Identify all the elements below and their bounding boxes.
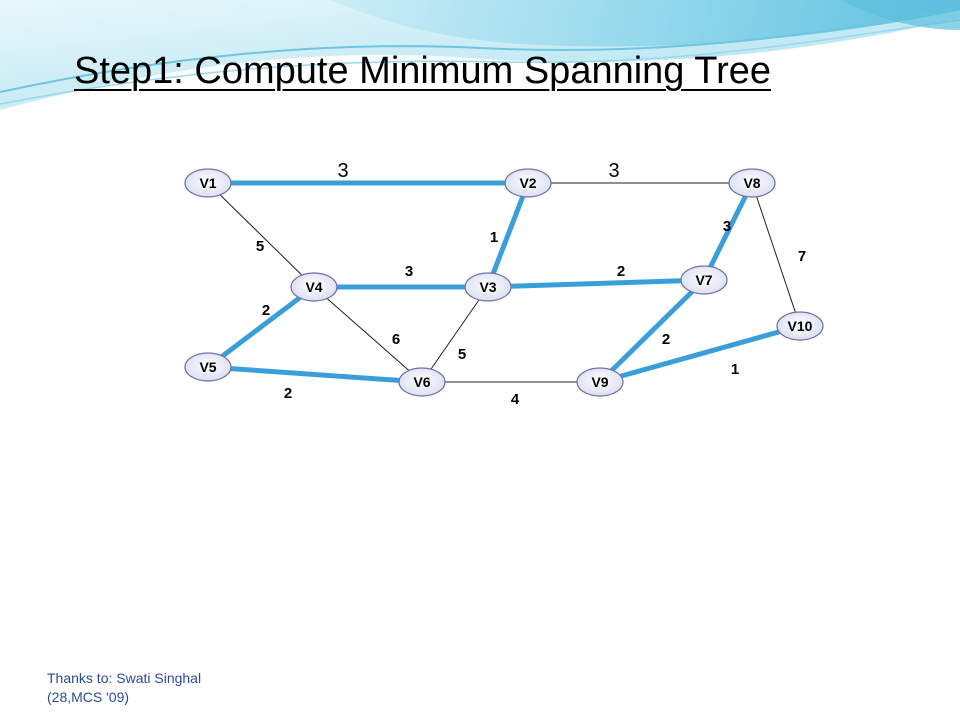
node-ellipse <box>290 272 338 302</box>
node-v4: V4 <box>290 272 338 302</box>
node-v9: V9 <box>576 367 624 397</box>
node-ellipse <box>184 352 232 382</box>
mst-edge-v3-v7 <box>508 278 684 289</box>
node-label: V3 <box>479 279 496 295</box>
graph-edges <box>219 180 796 383</box>
node-v7: V7 <box>680 265 728 295</box>
edge-weight-v1-v2: 3 <box>337 160 348 182</box>
node-label: V8 <box>743 175 760 191</box>
edge-weight-v3-v6: 5 <box>458 346 466 363</box>
node-v3: V3 <box>464 272 512 302</box>
node-label: V4 <box>305 279 322 295</box>
edge-weight-v1-v4: 5 <box>256 238 264 255</box>
node-ellipse <box>680 265 728 295</box>
node-ellipse <box>398 367 446 397</box>
node-label: V9 <box>591 374 608 390</box>
mst-edge-v5-v6 <box>228 366 402 383</box>
node-ellipse <box>776 311 824 341</box>
edge-weight-v5-v6: 2 <box>284 385 292 402</box>
node-v10: V10 <box>776 311 824 341</box>
edge-weight-v4-v3: 3 <box>405 263 413 280</box>
node-label: V6 <box>413 374 430 390</box>
edge-weight-v2-v8: 3 <box>608 160 619 182</box>
node-label: V5 <box>199 359 216 375</box>
edge-weight-v3-v7: 2 <box>617 263 625 280</box>
node-v8: V8 <box>728 168 776 198</box>
mst-edge-v9-v10 <box>618 329 782 379</box>
node-label: V2 <box>519 175 536 191</box>
edge-v4-v6 <box>326 298 410 371</box>
credit-line-2: (28,MCS '09) <box>47 689 130 705</box>
mst-edge-v7-v9 <box>609 289 695 373</box>
node-label: V1 <box>199 175 216 191</box>
node-v1: V1 <box>184 168 232 198</box>
node-label: V7 <box>695 272 712 288</box>
mst-edge-v8-v7 <box>708 193 748 270</box>
credit-line-1: Thanks to: Swati Singhal <box>47 670 202 686</box>
edge-weight-v7-v9: 2 <box>662 331 670 348</box>
node-label: V10 <box>788 318 813 334</box>
edge-weight-v8-v7: 3 <box>723 218 731 235</box>
mst-edge-v2-v3 <box>490 194 526 276</box>
slide-title: Step1: Compute Minimum Spanning Tree <box>74 50 772 92</box>
node-ellipse <box>576 367 624 397</box>
edge-weight-v9-v10: 1 <box>731 361 739 378</box>
edge-weight-v4-v6: 6 <box>392 331 400 348</box>
node-v2: V2 <box>504 168 552 198</box>
node-ellipse <box>464 272 512 302</box>
edge-v1-v4 <box>219 194 303 276</box>
node-v5: V5 <box>184 352 232 382</box>
edge-weight-v2-v3: 1 <box>490 229 498 246</box>
edge-v3-v6 <box>430 299 480 370</box>
node-ellipse <box>504 168 552 198</box>
edge-v8-v10 <box>756 196 796 313</box>
credit-text: Thanks to: Swati Singhal (28,MCS '09) <box>47 669 201 707</box>
node-v6: V6 <box>398 367 446 397</box>
edge-weight-v4-v5: 2 <box>262 302 270 319</box>
node-ellipse <box>728 168 776 198</box>
edge-weight-v8-v10: 7 <box>798 248 806 265</box>
mst-edge-v4-v5 <box>219 295 303 359</box>
node-ellipse <box>184 168 232 198</box>
edge-weights: 3 3 5 1 3 7 3 2 2 6 5 2 2 4 1 <box>256 160 806 408</box>
edge-weight-v6-v9: 4 <box>511 391 520 408</box>
